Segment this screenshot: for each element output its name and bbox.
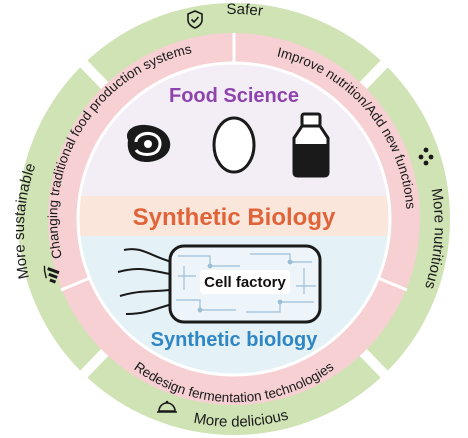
- core-middle-band: [78, 196, 390, 236]
- bacterium-cell-icon: Cell factory: [117, 244, 322, 324]
- shield-check-icon: [187, 10, 203, 29]
- synthetic-biology-title: Synthetic Biology: [133, 204, 336, 231]
- cloche-icon: [157, 400, 177, 413]
- inner-ring-dividers: [60, 33, 408, 292]
- flagella: [117, 248, 173, 315]
- circuit-pattern: [176, 253, 316, 313]
- plant-chart-icon: [43, 265, 60, 284]
- outer-label-top: Safer: [226, 1, 264, 20]
- milk-bottle-icon: [292, 112, 330, 178]
- synthetic-biology-subtitle: Synthetic biology: [151, 329, 319, 351]
- steak-icon: [126, 124, 171, 162]
- cell-factory-label: Cell factory: [204, 274, 286, 291]
- cell-label-bg: [200, 270, 290, 294]
- core-border: [76, 61, 392, 377]
- food-science-title: Food Science: [169, 85, 299, 107]
- molecule-icon: [418, 147, 434, 166]
- egg-icon: [212, 116, 256, 174]
